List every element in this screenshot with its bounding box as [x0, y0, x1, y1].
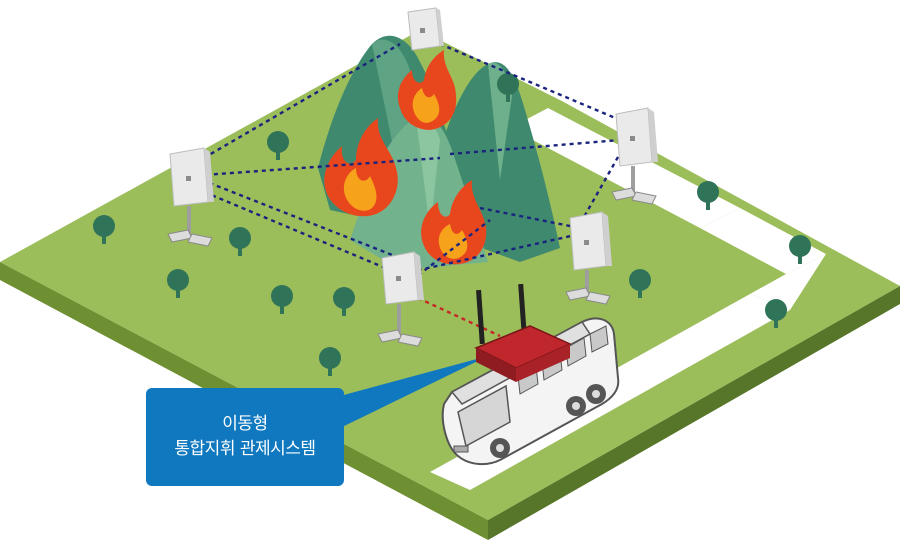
antenna-station-lower-right [565, 211, 612, 305]
router-icon [474, 283, 572, 382]
antenna-station-left [167, 147, 214, 247]
antenna-panel-icon [630, 136, 635, 141]
ground-top [0, 30, 900, 520]
ground-notch [420, 12, 590, 100]
tree-icon [271, 285, 293, 314]
antenna-station-center [377, 251, 424, 347]
tree-icon [167, 269, 189, 298]
tree-icon [319, 347, 341, 376]
tree-icon [333, 287, 355, 316]
tree-icon [93, 215, 115, 244]
network-links [189, 42, 624, 281]
antenna-panel-icon [186, 176, 191, 181]
tree-icon [789, 235, 811, 264]
cctv-camera-icon [377, 329, 423, 347]
tree-icon [765, 299, 787, 328]
cctv-camera-icon [565, 287, 611, 305]
callout-label-box: 이동형 통합지휘 관제시스템 [146, 388, 344, 486]
cctv-camera-icon [167, 229, 213, 247]
trees [93, 73, 811, 376]
callout-line-1: 이동형 [222, 414, 268, 434]
callout-pointer [340, 356, 488, 428]
cctv-camera-icon [611, 187, 657, 205]
vehicle-link [417, 296, 501, 338]
tree-icon [497, 73, 519, 102]
tree-icon [229, 227, 251, 256]
ground-right-side [488, 286, 900, 540]
tree-icon [267, 131, 289, 160]
antenna-station-right [611, 107, 658, 205]
callout-line-2: 통합지휘 관제시스템 [174, 439, 316, 459]
antenna-panel-icon [584, 240, 589, 245]
tree-icon [629, 269, 651, 298]
tree-icon [697, 181, 719, 210]
fire-icon [324, 50, 487, 265]
antenna-panel-icon [396, 276, 401, 281]
antenna-panel-icon [407, 7, 444, 51]
